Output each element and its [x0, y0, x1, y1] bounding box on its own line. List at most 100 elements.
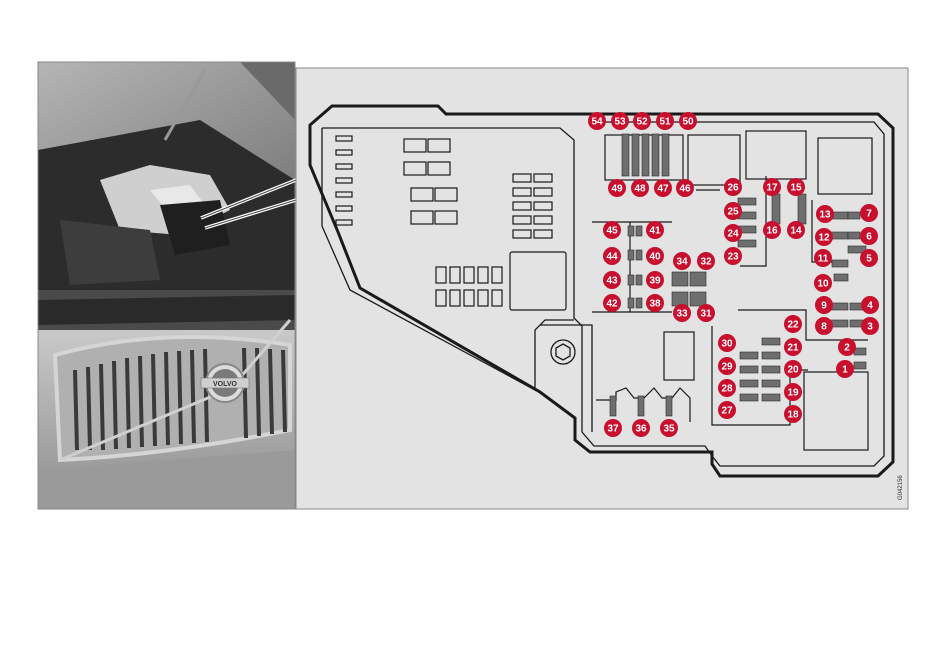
fuse-callout-label: 7 — [866, 209, 872, 220]
fuse-callout-label: 42 — [606, 299, 618, 310]
fuse-callout-24: 24 — [724, 224, 742, 242]
fuse-callout-label: 36 — [635, 424, 647, 435]
fuse-callout-11: 11 — [814, 249, 832, 267]
fuse-callout-31: 31 — [697, 304, 715, 322]
fuse-callout-40: 40 — [646, 247, 664, 265]
fuse-callout-3: 3 — [861, 317, 879, 335]
fuse-callout-4: 4 — [861, 296, 879, 314]
fuse-callout-18: 18 — [784, 405, 802, 423]
fuse-callout-label: 40 — [649, 252, 661, 263]
fuse-callout-50: 50 — [679, 112, 697, 130]
fuse-callout-label: 35 — [663, 424, 675, 435]
fuse-callout-label: 5 — [866, 254, 872, 265]
fuse-callout-label: 9 — [821, 301, 827, 312]
fuse-callout-label: 2 — [844, 343, 850, 354]
fuse-callout-16: 16 — [763, 221, 781, 239]
fuse-callout-label: 14 — [790, 226, 802, 237]
fuse-callout-label: 28 — [721, 384, 733, 395]
fuse-callout-label: 11 — [818, 254, 829, 265]
fuse-callout-41: 41 — [646, 221, 664, 239]
fuse-callout-label: 26 — [727, 183, 739, 194]
fuse-callout-14: 14 — [787, 221, 805, 239]
fuse-callout-label: 37 — [607, 424, 619, 435]
fuse-callout-label: 43 — [606, 276, 618, 287]
fuse-callout-label: 12 — [818, 233, 830, 244]
fuse-callout-label: 25 — [727, 207, 739, 218]
fuse-callout-label: 46 — [679, 184, 691, 195]
fuse-callout-26: 26 — [724, 178, 742, 196]
fuse-callout-label: 20 — [787, 365, 799, 376]
fuse-callout-17: 17 — [763, 178, 781, 196]
fuse-callout-label: 52 — [636, 117, 648, 128]
fuse-callout-label: 38 — [649, 299, 661, 310]
fuse-callout-label: 6 — [866, 232, 872, 243]
fuse-callout-label: 29 — [721, 362, 733, 373]
fuse-callout-label: 10 — [817, 279, 829, 290]
fuse-callout-label: 31 — [700, 309, 712, 320]
fuse-callout-21: 21 — [784, 338, 802, 356]
fuse-callout-35: 35 — [660, 419, 678, 437]
fuse-callout-label: 44 — [606, 252, 618, 263]
fuse-callout-label: 19 — [787, 388, 799, 399]
fuse-callout-label: 33 — [676, 309, 688, 320]
fuse-callout-29: 29 — [718, 357, 736, 375]
fuse-callout-37: 37 — [604, 419, 622, 437]
fuse-callout-39: 39 — [646, 271, 664, 289]
fuse-callout-label: 45 — [606, 226, 618, 237]
fuse-callout-label: 48 — [634, 184, 646, 195]
fuse-callout-label: 1 — [842, 365, 848, 376]
fuse-callout-7: 7 — [860, 204, 878, 222]
image-code: G042156 — [898, 475, 904, 500]
fuse-callout-8: 8 — [815, 317, 833, 335]
fuse-callout-label: 18 — [787, 410, 799, 421]
fuse-callout-34: 34 — [673, 252, 691, 270]
fuse-callout-30: 30 — [718, 334, 736, 352]
fuse-callout-label: 34 — [676, 257, 688, 268]
fuse-callout-label: 16 — [766, 226, 778, 237]
fuse-callout-9: 9 — [815, 296, 833, 314]
fuse-callout-22: 22 — [784, 315, 802, 333]
fuse-callout-label: 41 — [649, 226, 661, 237]
fuse-callout-23: 23 — [724, 247, 742, 265]
fuse-callout-42: 42 — [603, 294, 621, 312]
volvo-logo-text: VOLVO — [213, 381, 238, 388]
fuse-callout-32: 32 — [697, 252, 715, 270]
fuse-callout-33: 33 — [673, 304, 691, 322]
fuse-callout-25: 25 — [724, 202, 742, 220]
fuse-callout-45: 45 — [603, 221, 621, 239]
fuse-callout-label: 50 — [682, 117, 694, 128]
fuse-callout-36: 36 — [632, 419, 650, 437]
fuse-callout-label: 24 — [727, 229, 739, 240]
fuse-callout-38: 38 — [646, 294, 664, 312]
fuse-callout-15: 15 — [787, 178, 805, 196]
fuse-callout-27: 27 — [718, 401, 736, 419]
fuse-callout-label: 8 — [821, 322, 827, 333]
fuse-callout-label: 4 — [867, 301, 873, 312]
fuse-callout-48: 48 — [631, 179, 649, 197]
fuse-callout-13: 13 — [816, 205, 834, 223]
fuse-callout-label: 53 — [614, 117, 626, 128]
fuse-callout-label: 39 — [649, 276, 661, 287]
fuse-callout-label: 27 — [721, 406, 733, 417]
fuse-callout-label: 30 — [721, 339, 733, 350]
fuse-callout-label: 15 — [790, 183, 802, 194]
fuse-callout-1: 1 — [836, 360, 854, 378]
fuse-callout-label: 22 — [787, 320, 799, 331]
engine-bay-photo: VOLVO — [38, 62, 295, 509]
fuse-callout-label: 21 — [787, 343, 799, 354]
fuse-callout-46: 46 — [676, 179, 694, 197]
fuse-callout-44: 44 — [603, 247, 621, 265]
fuse-callout-49: 49 — [608, 179, 626, 197]
fuse-callout-53: 53 — [611, 112, 629, 130]
fuse-callout-label: 23 — [727, 252, 739, 263]
fuse-callout-label: 54 — [591, 117, 603, 128]
fuse-callout-label: 3 — [867, 322, 873, 333]
fuse-callout-label: 17 — [766, 183, 778, 194]
fuse-callout-54: 54 — [588, 112, 606, 130]
fuse-callout-label: 32 — [700, 257, 712, 268]
fuse-callout-label: 51 — [659, 117, 671, 128]
fuse-callout-5: 5 — [860, 249, 878, 267]
fuse-callout-6: 6 — [860, 227, 878, 245]
fuse-callout-28: 28 — [718, 379, 736, 397]
